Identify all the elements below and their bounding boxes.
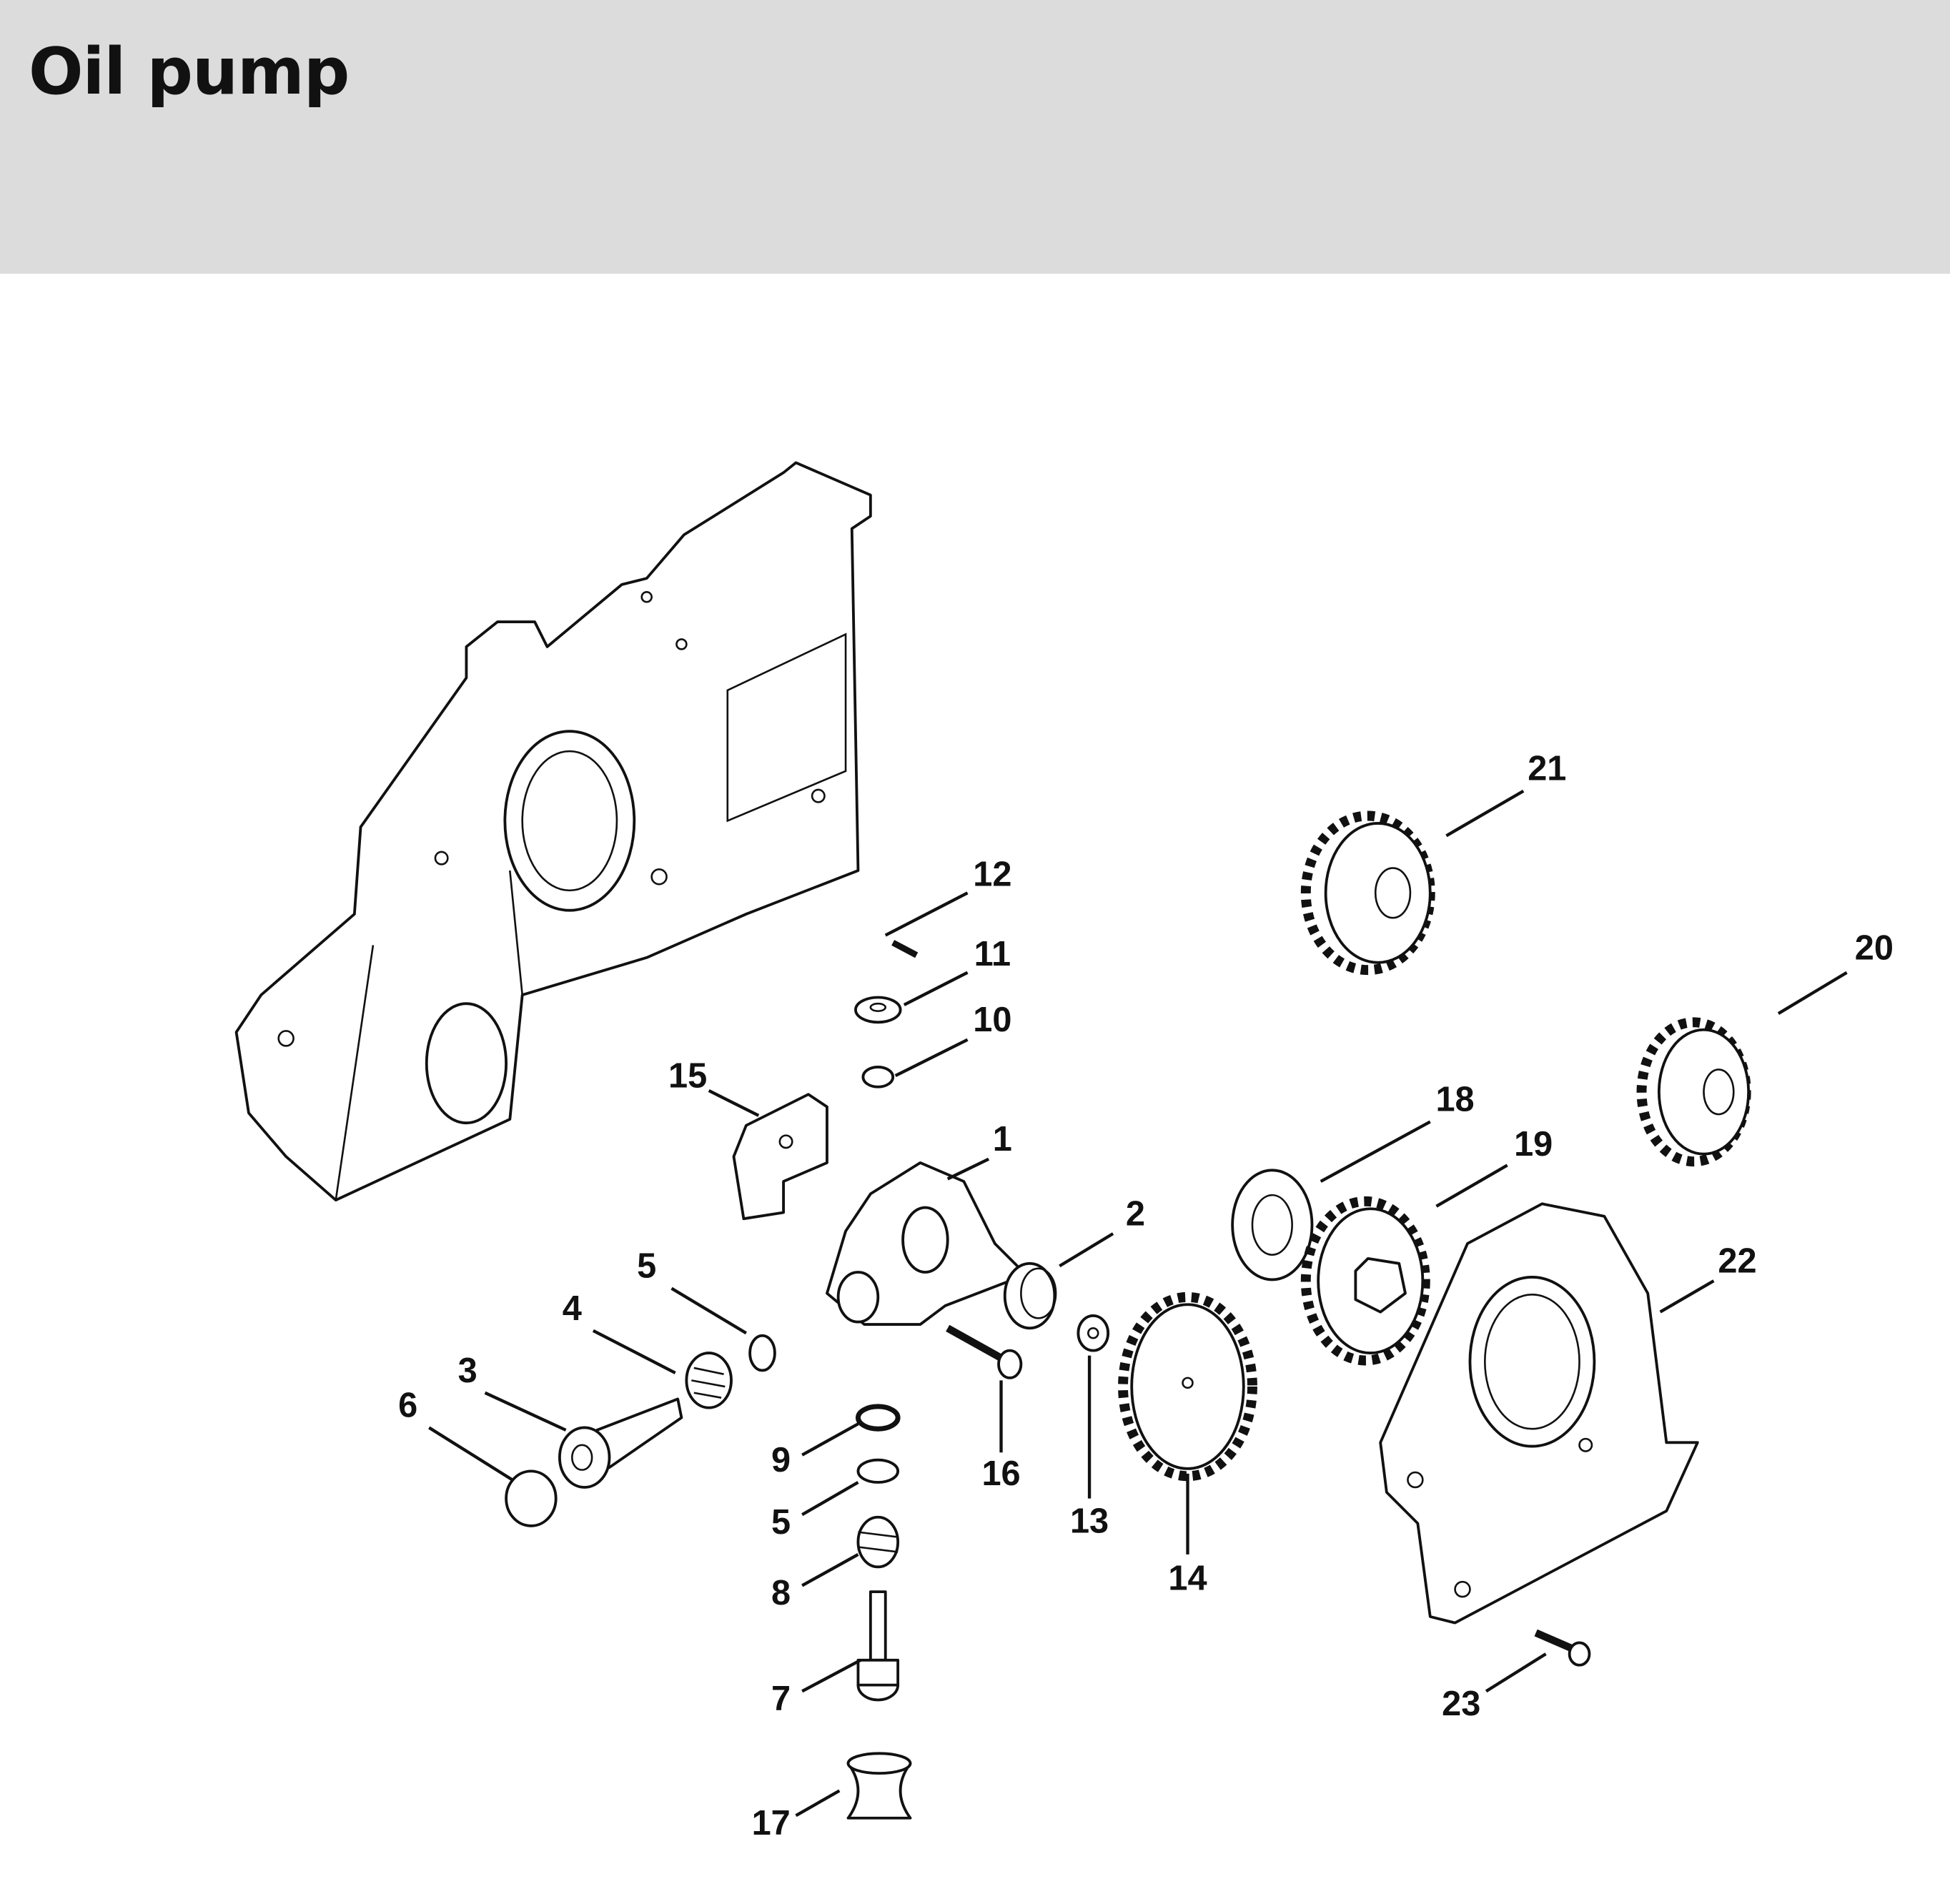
callout: 22 <box>1659 1242 1757 1314</box>
leader-line <box>428 1426 513 1482</box>
callout-number: 5 <box>771 1503 791 1542</box>
leader-line <box>1659 1279 1715 1314</box>
callout-number: 19 <box>1514 1125 1553 1164</box>
callout: 17 <box>752 1789 841 1843</box>
callout-number: 18 <box>1435 1081 1474 1119</box>
leader-line <box>801 1481 859 1517</box>
callout: 23 <box>1442 1652 1547 1723</box>
part-18-washer <box>1231 1169 1314 1281</box>
leader-line <box>592 1329 676 1374</box>
callout: 19 <box>1435 1125 1553 1208</box>
part-11-washer <box>854 996 902 1024</box>
callout: 20 <box>1777 928 1894 1015</box>
part-14-gear <box>1118 1291 1257 1482</box>
callout-number: 14 <box>1168 1559 1207 1597</box>
leader-line <box>1320 1120 1431 1183</box>
leader-line <box>1777 971 1848 1015</box>
header-bar: Oil pump <box>0 0 1950 274</box>
leader-line <box>801 1553 859 1587</box>
part-22-cover <box>1379 1202 1699 1625</box>
callout-number: 4 <box>563 1289 582 1328</box>
part-7-piston <box>856 1590 900 1702</box>
callout: 2 <box>1059 1195 1145 1268</box>
callout-number: 2 <box>1126 1195 1145 1234</box>
callout-number: 23 <box>1442 1685 1480 1723</box>
leader-line <box>795 1789 841 1818</box>
callout-number: 11 <box>974 935 1011 973</box>
leader-line <box>903 971 969 1006</box>
callout-number: 7 <box>771 1680 791 1718</box>
leader-line <box>1059 1232 1114 1268</box>
part-2-sleeve <box>1003 1261 1057 1330</box>
callout-number: 22 <box>1718 1242 1756 1281</box>
leader-line <box>801 1658 861 1693</box>
part-1-pump-housing <box>826 1161 1028 1326</box>
callout: 13 <box>1070 1355 1109 1540</box>
leader-line <box>670 1286 747 1335</box>
leader-line <box>946 1157 990 1181</box>
part-21-gear <box>1300 810 1435 976</box>
callout: 8 <box>771 1553 859 1612</box>
part-8-spring <box>856 1515 900 1569</box>
leader-line <box>1485 1652 1547 1693</box>
callout: 21 <box>1445 750 1566 838</box>
callout-number: 10 <box>973 1001 1011 1039</box>
callout: 18 <box>1320 1081 1475 1183</box>
callout: 11 <box>903 935 1011 1006</box>
page-title: Oil pump <box>29 34 350 109</box>
part-20-gear <box>1636 1017 1751 1167</box>
callout: 1 <box>946 1120 1012 1181</box>
leader-line <box>1445 789 1525 838</box>
callout: 5 <box>771 1481 859 1542</box>
callout-number: 1 <box>993 1120 1012 1159</box>
part-12-pin <box>891 940 919 958</box>
callout-number: 21 <box>1528 750 1566 788</box>
callout: 6 <box>398 1387 513 1482</box>
leader-line <box>884 891 969 937</box>
part-4-spring <box>685 1352 733 1409</box>
part-16-screw <box>946 1324 1023 1379</box>
callout: 15 <box>668 1056 760 1117</box>
callout: 14 <box>1168 1473 1207 1597</box>
part-10-ring <box>861 1066 895 1089</box>
part-5-ring <box>748 1334 776 1372</box>
callout: 3 <box>458 1352 567 1432</box>
callout-number: 17 <box>752 1804 791 1843</box>
callout: 7 <box>771 1658 861 1718</box>
callout-number: 9 <box>771 1441 791 1479</box>
callout-number: 20 <box>1855 928 1894 967</box>
crankcase-housing <box>234 461 872 1202</box>
leader-line <box>708 1089 760 1117</box>
callout-number: 12 <box>973 856 1011 894</box>
callout: 4 <box>563 1289 676 1374</box>
callout: 16 <box>981 1380 1021 1493</box>
callout: 10 <box>894 1001 1011 1078</box>
callout-number: 16 <box>981 1454 1020 1493</box>
callout-number: 13 <box>1070 1502 1109 1540</box>
callout: 5 <box>637 1247 747 1335</box>
part-6-plug <box>505 1469 558 1527</box>
part-17-bushing <box>846 1752 912 1820</box>
leader-line <box>801 1422 859 1457</box>
callout-number: 3 <box>458 1352 477 1390</box>
callout: 12 <box>884 856 1011 937</box>
callout-number: 15 <box>668 1056 707 1095</box>
part-5-ring-lower <box>856 1458 900 1484</box>
callout-number: 8 <box>771 1574 791 1612</box>
part-13-washer <box>1077 1314 1110 1352</box>
part-23-screw <box>1534 1629 1591 1667</box>
leader-line <box>1435 1164 1508 1208</box>
part-3-worm-shaft <box>558 1397 683 1489</box>
callout-number: 5 <box>637 1247 656 1286</box>
part-9-ring <box>855 1404 901 1432</box>
part-15-bracket <box>732 1093 828 1221</box>
part-19-gear <box>1300 1196 1430 1366</box>
callout-number: 6 <box>398 1387 417 1425</box>
leader-line <box>894 1038 969 1078</box>
leader-line <box>484 1391 567 1432</box>
callout: 9 <box>771 1422 859 1479</box>
